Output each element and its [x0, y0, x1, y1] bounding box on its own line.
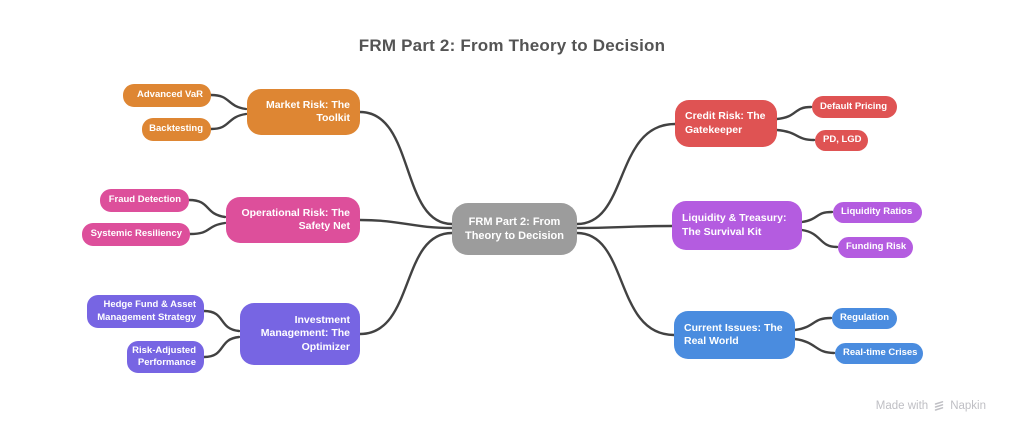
napkin-logo-icon [934, 401, 944, 411]
node-operational-risk: Operational Risk: The Safety Net [226, 197, 360, 243]
leaf-fraud-detection: Fraud Detection [100, 189, 189, 212]
node-liquidity-treasury: Liquidity & Treasury: The Survival Kit [672, 201, 802, 250]
leaf-backtesting: Backtesting [142, 118, 211, 141]
leaf-risk-adjusted: Risk-Adjusted Performance [127, 341, 204, 373]
made-with-label: Made with [875, 400, 929, 412]
node-market-risk: Market Risk: The Toolkit [247, 89, 360, 135]
leaf-real-time-crises: Real-time Crises [835, 343, 923, 364]
node-center: FRM Part 2: From Theory to Decision [452, 203, 577, 255]
leaf-liquidity-ratios: Liquidity Ratios [833, 202, 922, 223]
napkin-watermark-link[interactable]: Made with Napkin [876, 400, 986, 412]
node-current-issues: Current Issues: The Real World [674, 311, 795, 359]
leaf-pd-lgd: PD, LGD [815, 130, 868, 151]
diagram-title: FRM Part 2: From Theory to Decision [358, 36, 666, 55]
node-investment-management: Investment Management: The Optimizer [240, 303, 360, 365]
node-credit-risk: Credit Risk: The Gatekeeper [675, 100, 777, 147]
leaf-funding-risk: Funding Risk [838, 237, 913, 258]
leaf-hedge-fund: Hedge Fund & Asset Management Strategy [87, 295, 204, 328]
leaf-advanced-var: Advanced VaR [123, 84, 211, 107]
leaf-systemic-resiliency: Systemic Resiliency [82, 223, 190, 246]
leaf-default-pricing: Default Pricing [812, 96, 897, 118]
leaf-regulation: Regulation [832, 308, 897, 329]
napkin-brand-label: Napkin [950, 400, 986, 412]
